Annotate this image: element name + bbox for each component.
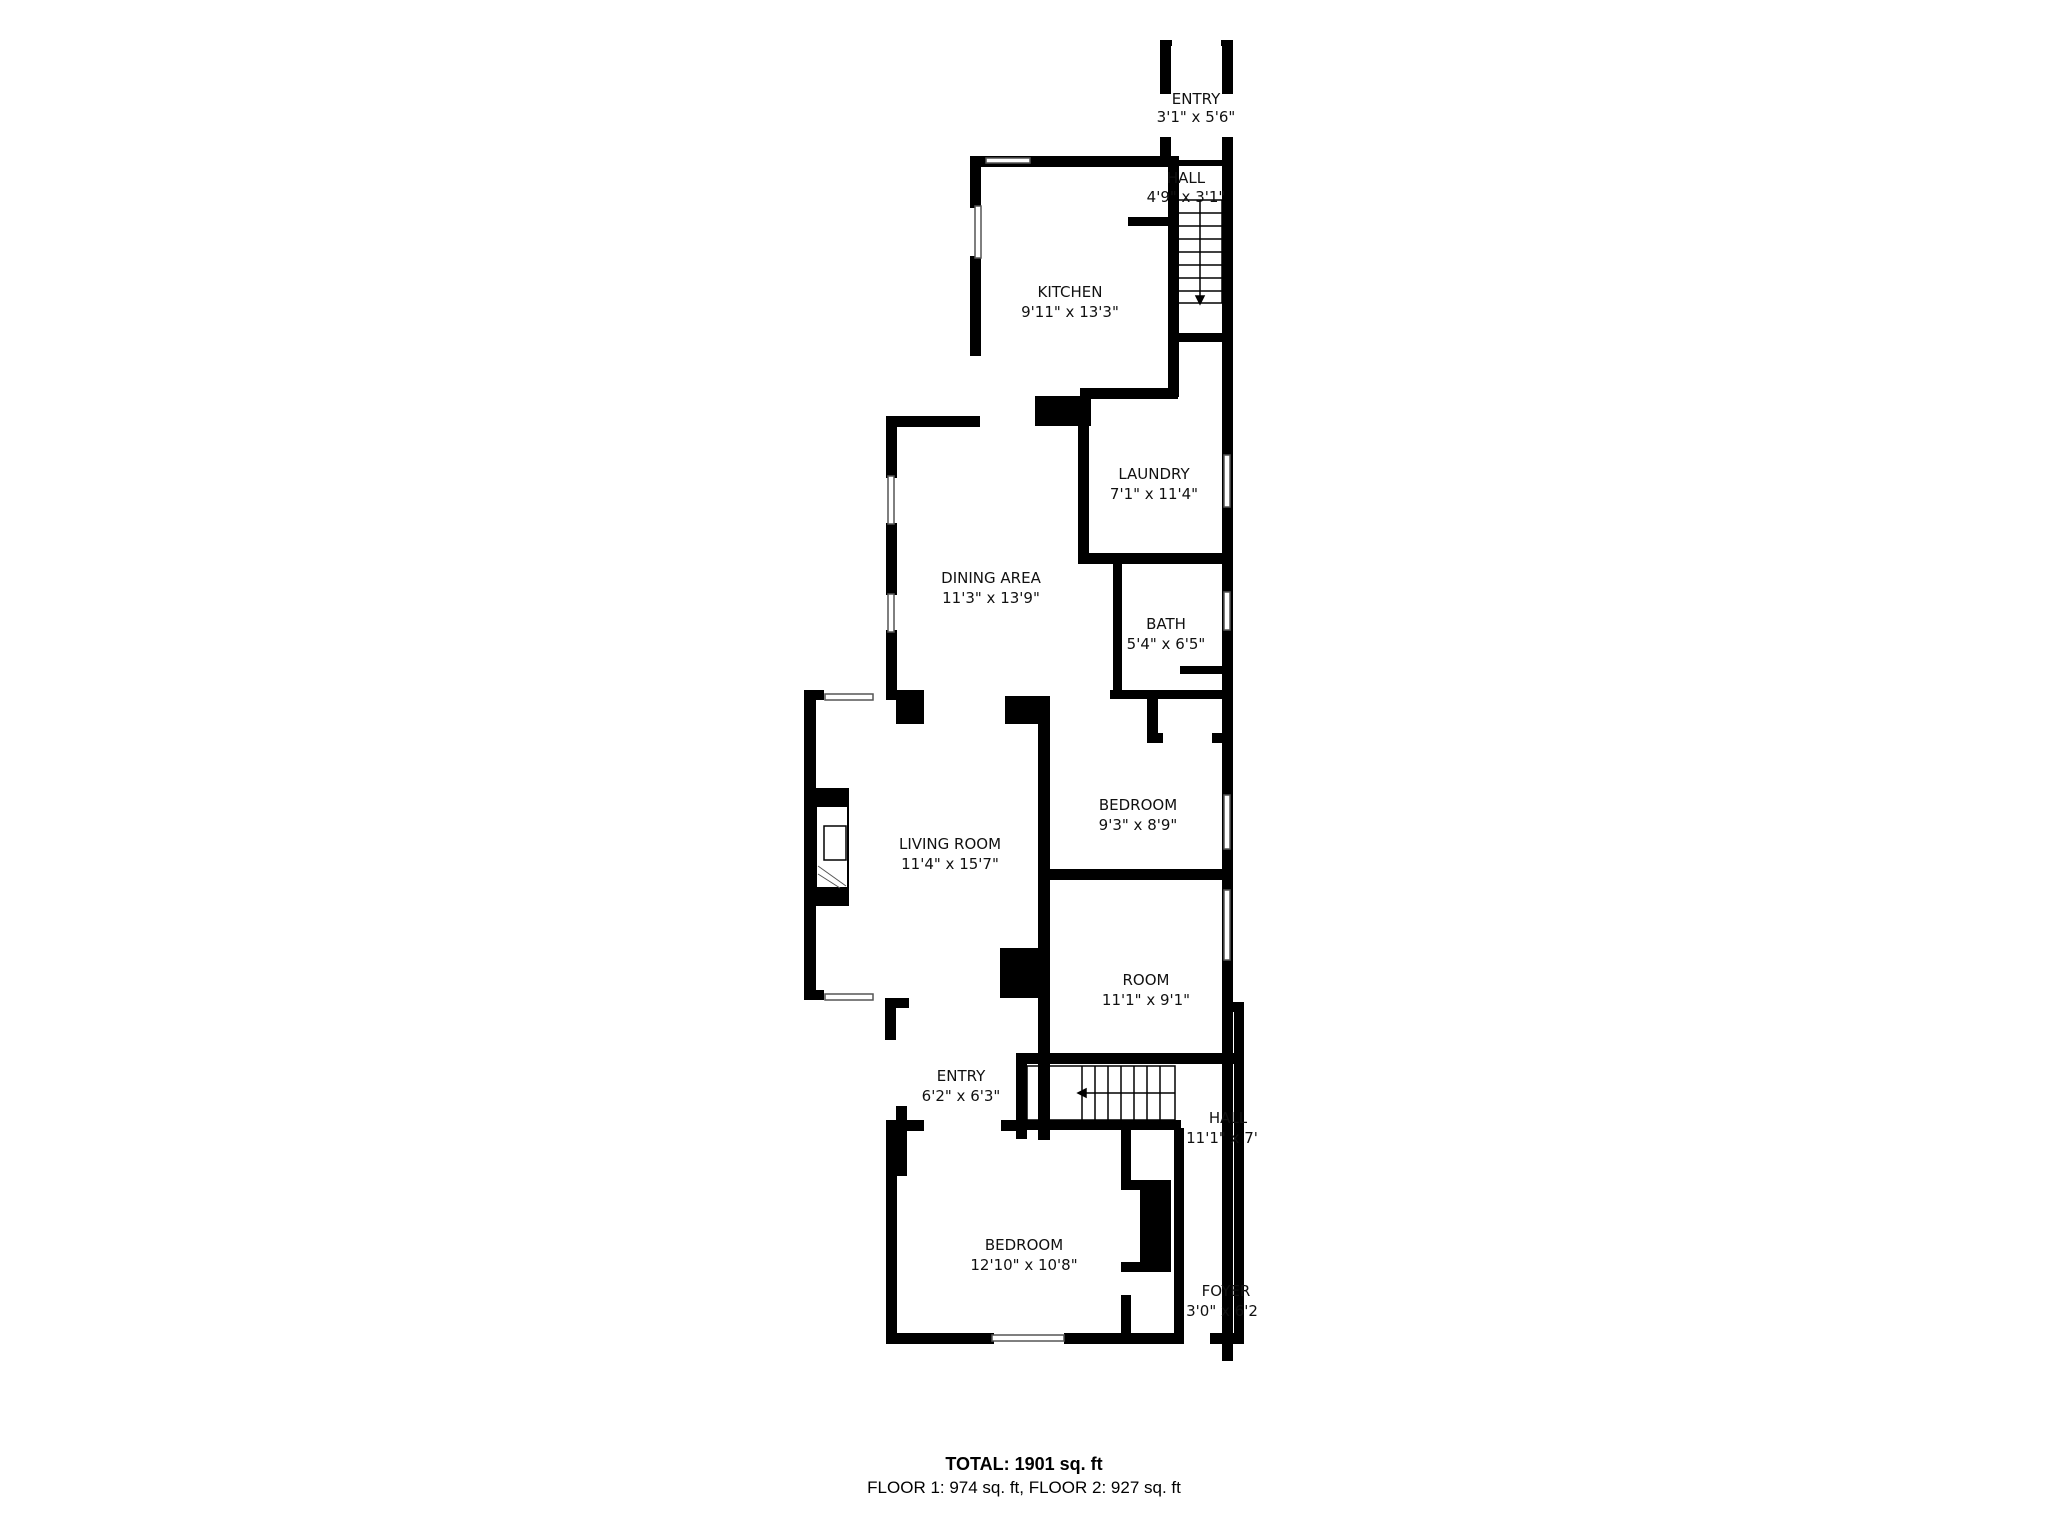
room-name-bath: BATH (1146, 615, 1186, 633)
stairs-top (1177, 199, 1223, 306)
total-area: TOTAL: 1901 sq. ft (945, 1454, 1103, 1474)
stairs-bottom (1026, 1065, 1176, 1121)
room-dim-bedroom-mid: 9'3" x 8'9" (1099, 816, 1178, 834)
room-labels: ENTRY 3'1" x 5'6" HALL 4'9" x 3'1" KITCH… (899, 90, 1258, 1320)
room-dim-bedroom-bot: 12'10" x 10'8" (970, 1256, 1077, 1274)
room-name-hall-bot: HALL (1209, 1109, 1248, 1127)
room-dim-laundry: 7'1" x 11'4" (1110, 485, 1198, 503)
room-dim-entry-top: 3'1" x 5'6" (1157, 108, 1236, 126)
room-name-foyer: FOYER (1202, 1282, 1251, 1300)
floor-areas: FLOOR 1: 974 sq. ft, FLOOR 2: 927 sq. ft (867, 1478, 1181, 1497)
room-name-entry-top: ENTRY (1172, 90, 1221, 108)
room-dim-foyer: 3'0" x 6'2 (1186, 1302, 1258, 1320)
room-name-kitchen: KITCHEN (1038, 283, 1103, 301)
fireplace (815, 805, 849, 889)
room-dim-living: 11'4" x 15'7" (901, 855, 999, 873)
room-name-hall-top: HALL (1167, 169, 1206, 187)
room-name-living: LIVING ROOM (899, 835, 1001, 853)
windows (824, 157, 1231, 1342)
room-name-bedroom-bot: BEDROOM (985, 1236, 1063, 1254)
room-name-room: ROOM (1123, 971, 1170, 989)
room-dim-room: 11'1" x 9'1" (1102, 991, 1190, 1009)
room-name-bedroom-mid: BEDROOM (1099, 796, 1177, 814)
room-dim-entry-bot: 6'2" x 6'3" (922, 1087, 1001, 1105)
room-name-entry-bot: ENTRY (937, 1067, 986, 1085)
room-dim-hall-top: 4'9" x 3'1" (1147, 188, 1226, 206)
room-dim-bath: 5'4" x 6'5" (1127, 635, 1206, 653)
room-dim-hall-bot: 11'1" x 7' (1186, 1129, 1258, 1147)
room-dim-dining: 11'3" x 13'9" (942, 589, 1040, 607)
walls (804, 40, 1244, 1361)
room-dim-kitchen: 9'11" x 13'3" (1021, 303, 1119, 321)
room-name-dining: DINING AREA (941, 569, 1041, 587)
room-name-laundry: LAUNDRY (1118, 465, 1190, 483)
